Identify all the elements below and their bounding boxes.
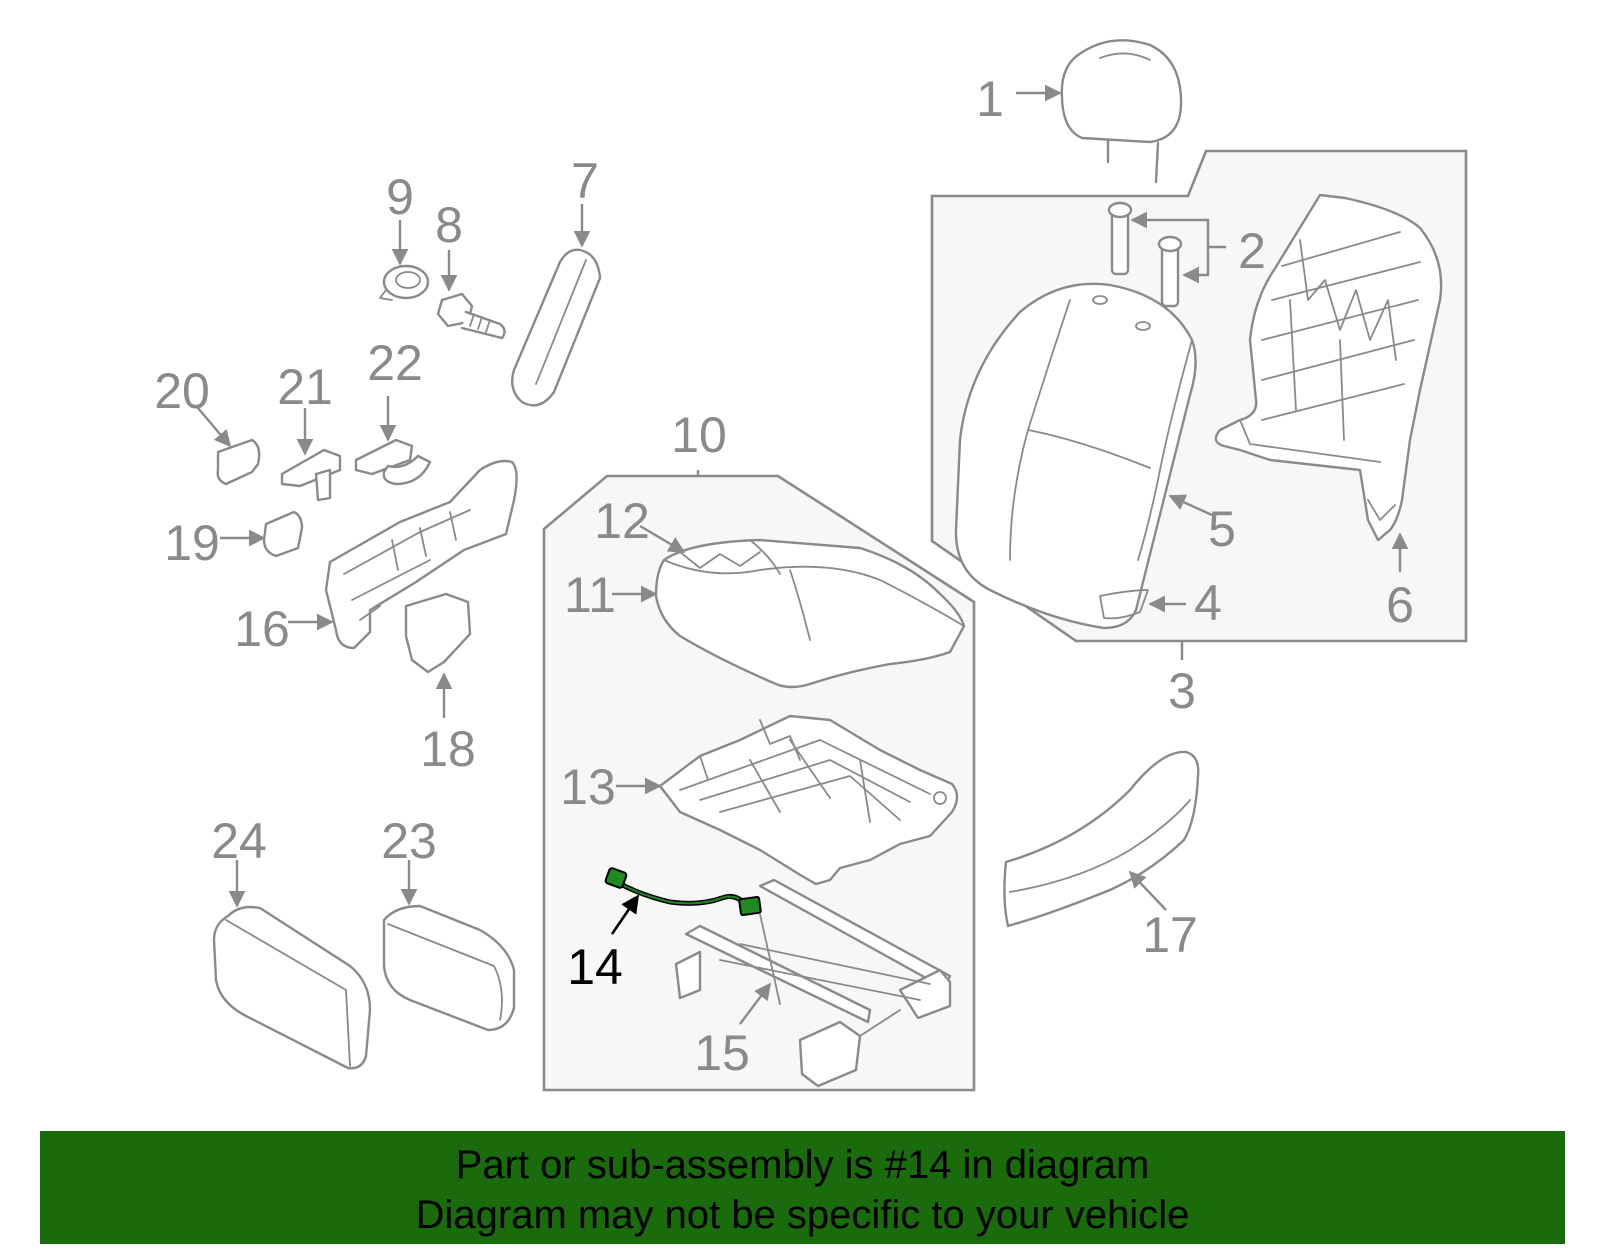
bolt-part-8 <box>436 292 506 340</box>
cushion-frame-part-13 <box>658 714 959 886</box>
callout-7: 7 <box>571 153 599 209</box>
callout-13: 13 <box>560 759 616 815</box>
callout-15: 15 <box>694 1025 750 1081</box>
callout-11: 11 <box>564 567 616 623</box>
callout-10: 10 <box>671 407 727 463</box>
footer-banner: Part or sub-assembly is #14 in diagram D… <box>40 1131 1565 1244</box>
cover-part-18 <box>404 592 472 674</box>
callout-5: 5 <box>1208 501 1236 557</box>
seat-back-frame-part-6 <box>1214 193 1443 542</box>
cover-part-23 <box>382 904 516 1032</box>
callout-8: 8 <box>435 197 463 253</box>
footer-line-part-number: Part or sub-assembly is #14 in diagram <box>455 1143 1150 1187</box>
callout-19: 19 <box>164 515 220 571</box>
callout-16: 16 <box>234 601 290 657</box>
clip-ring-part-9 <box>379 264 430 301</box>
callout-6: 6 <box>1386 577 1414 633</box>
callout-4: 4 <box>1194 575 1222 631</box>
seat-cushion-part-11 <box>654 538 966 689</box>
callout-14: 14 <box>567 939 623 995</box>
clip-part-22 <box>354 438 432 486</box>
leader-lines <box>197 84 1409 1025</box>
clip-part-19 <box>262 510 304 558</box>
seat-track-part-15 <box>674 878 952 1088</box>
callout-9: 9 <box>386 169 414 225</box>
callout-22: 22 <box>367 335 423 391</box>
parts-diagram: 1 2 3 4 5 6 7 8 9 10 11 12 13 14 15 16 1… <box>154 39 1468 1092</box>
callout-24: 24 <box>211 813 267 869</box>
callout-labels: 1 2 3 4 5 6 7 8 9 10 11 12 13 14 15 16 1… <box>154 71 1414 1081</box>
headrest-part-1 <box>1060 39 1183 184</box>
side-panel-part-16 <box>324 459 518 650</box>
cap-part-20 <box>216 438 261 486</box>
callout-20: 20 <box>154 363 210 419</box>
callout-1: 1 <box>976 71 1004 127</box>
footer-line-disclaimer: Diagram may not be specific to your vehi… <box>415 1193 1190 1237</box>
trim-strip-part-7 <box>511 248 602 407</box>
callout-17: 17 <box>1142 907 1198 963</box>
wiring-harness-part-14 <box>604 867 762 917</box>
seat-back-cover-part-5 <box>954 282 1197 630</box>
callout-12: 12 <box>594 493 650 549</box>
callout-23: 23 <box>381 813 437 869</box>
callout-21: 21 <box>277 359 333 415</box>
callout-3: 3 <box>1168 663 1196 719</box>
headrest-guide-part-2 <box>1107 201 1183 308</box>
callout-2: 2 <box>1238 223 1266 279</box>
callout-18: 18 <box>420 721 476 777</box>
cover-part-24 <box>212 905 372 1070</box>
side-trim-part-17 <box>1003 750 1200 928</box>
bracket-part-21 <box>280 448 342 502</box>
